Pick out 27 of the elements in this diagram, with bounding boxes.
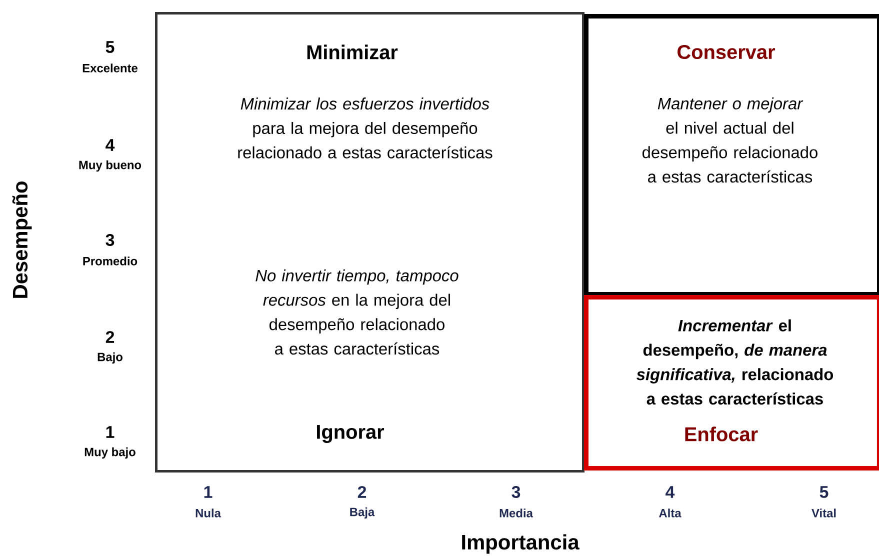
- tick-label: Excelente: [82, 64, 138, 72]
- tick-number: 1: [106, 426, 114, 438]
- tick-label: Baja: [350, 507, 375, 519]
- quadrant-title: Conservar: [678, 44, 775, 60]
- tick-label: Muy bajo: [84, 447, 136, 459]
- tick-number: 5: [106, 41, 114, 53]
- axis-title: Importancia: [462, 534, 580, 554]
- quadrant-description: Mantener o mejorar el nivel actual del desempeño relacionado a estas características: [642, 97, 818, 183]
- tick-number: 2: [106, 331, 114, 343]
- quadrant-title: Ignorar: [317, 425, 384, 443]
- tick-label: Promedio: [83, 256, 138, 266]
- axis-title: Desempeño: [12, 182, 32, 298]
- quadrant-title: Minimizar: [307, 44, 398, 60]
- tick-number: 4: [106, 139, 115, 151]
- tick-label: Muy bueno: [79, 160, 142, 172]
- quadrant-description: Minimizar los esfuerzos invertidos para la mejora del desempeño relacionado a estas características: [238, 98, 492, 158]
- tick-label: Vital: [812, 508, 836, 518]
- tick-label: Media: [500, 508, 534, 518]
- quadrant-title: Enfocar: [685, 426, 758, 442]
- tick-label: Bajo: [98, 352, 122, 364]
- tick-label: Nula: [196, 508, 222, 518]
- quadrant-description: Incrementar el desempeño, de manera significativa, relacionado a estas características: [636, 319, 834, 405]
- tick-number: 3: [106, 234, 114, 246]
- tick-number: 5: [820, 486, 828, 498]
- quadrant-description: No invertir tiempo, tampoco recursos en la mejora del desempeño relacionado a estas características: [256, 269, 458, 355]
- tick-label: Alta: [659, 508, 682, 518]
- tick-number: 4: [666, 486, 675, 498]
